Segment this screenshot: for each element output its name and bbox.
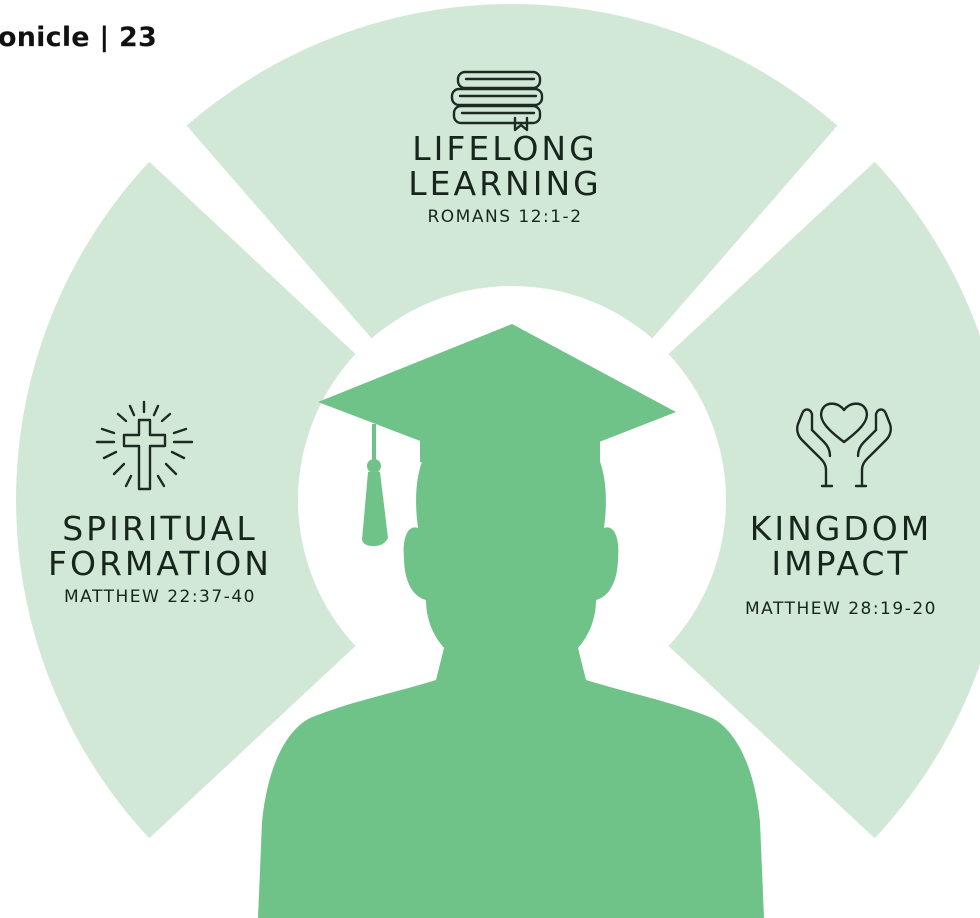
segment-lifelong-learning: LIFELONG LEARNING ROMANS 12:1-2 bbox=[350, 131, 660, 227]
radiant-cross-icon bbox=[95, 400, 194, 491]
segment-title-line2: IMPACT bbox=[771, 544, 911, 583]
ring-segment-top bbox=[186, 3, 838, 339]
page-header: onicle | 23 bbox=[0, 22, 158, 53]
segment-title-line2: LEARNING bbox=[408, 164, 602, 203]
segment-title-line1: SPIRITUAL bbox=[62, 509, 258, 548]
segment-title-line1: KINGDOM bbox=[749, 509, 933, 548]
segment-verse: ROMANS 12:1-2 bbox=[427, 207, 583, 227]
segment-verse: MATTHEW 28:19-20 bbox=[745, 599, 937, 619]
graduate-silhouette-icon bbox=[258, 324, 764, 918]
ring-segment-right bbox=[668, 161, 980, 839]
segment-verse: MATTHEW 22:37-40 bbox=[64, 587, 256, 607]
segment-spiritual-formation: SPIRITUAL FORMATION MATTHEW 22:37-40 bbox=[15, 511, 305, 607]
heart-in-hands-icon bbox=[796, 402, 892, 488]
ring bbox=[16, 3, 980, 839]
books-icon bbox=[450, 70, 544, 132]
segment-title-line2: FORMATION bbox=[48, 544, 272, 583]
segment-title-line1: LIFELONG bbox=[412, 129, 598, 168]
ring-segment-left bbox=[16, 161, 356, 839]
segment-kingdom-impact: KINGDOM IMPACT MATTHEW 28:19-20 bbox=[696, 511, 980, 619]
